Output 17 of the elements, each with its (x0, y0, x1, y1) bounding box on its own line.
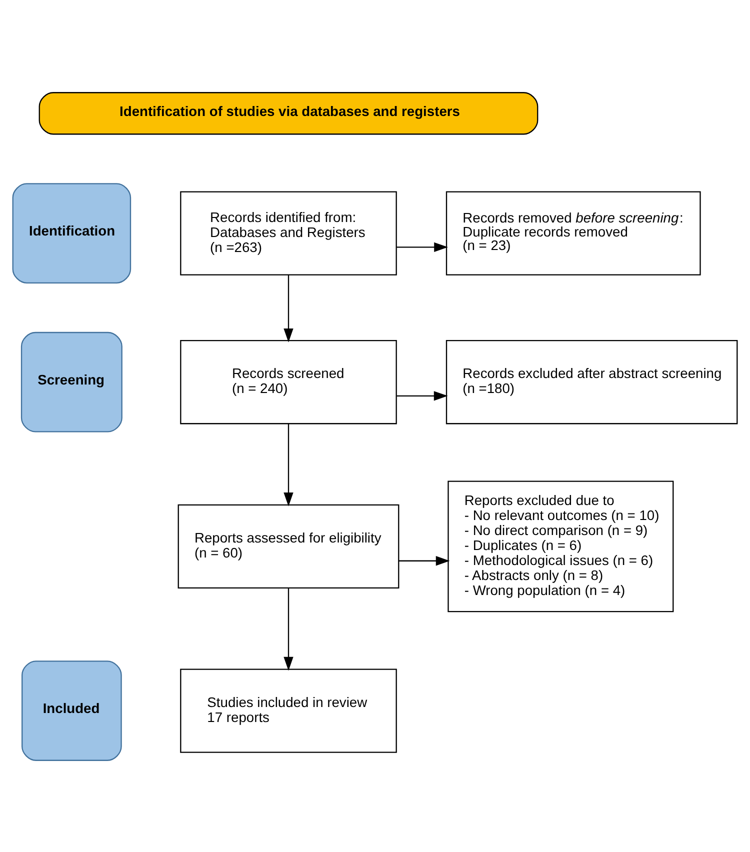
node-box: Records identified from: Databases and Registers (n =263) (180, 190, 397, 275)
node-box: Screening (20, 331, 122, 432)
arrow (284, 274, 294, 342)
arrow (284, 424, 294, 506)
node-box: Studies included in review 17 reports (180, 668, 397, 752)
node-box: Records removed before screening: Duplicate records removed (n = 23) (446, 190, 701, 275)
node-box: Records excluded after abstract screening (n =180) (446, 340, 738, 424)
node-box: Identification (12, 182, 132, 283)
node-box: Reports excluded due to - No relevant outcomes (n = 10) - No direct comparison (n = 9) - Duplicates (n = 6) - Methodological issues (n = 6) - Abstracts only (n = 8) - Wrong population (n = 4) (448, 480, 674, 612)
node-box: Identification of studies via databases and registers (38, 92, 538, 134)
node-box: Included (22, 660, 122, 760)
node-box: Records screened (n = 240) (180, 340, 397, 424)
arrow (396, 242, 448, 252)
node-box: Reports assessed for eligibility (n = 60) (178, 504, 400, 588)
arrow (398, 556, 450, 566)
arrow (284, 588, 294, 670)
arrow (396, 390, 448, 400)
